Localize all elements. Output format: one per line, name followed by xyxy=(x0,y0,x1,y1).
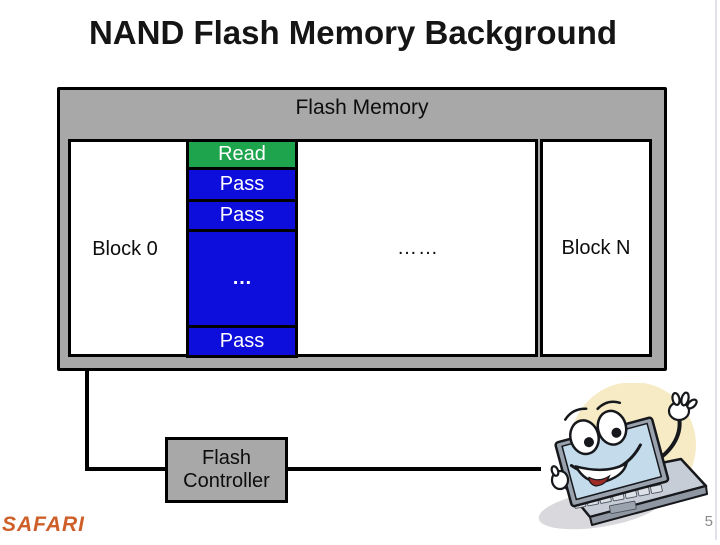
connector-right-line xyxy=(285,467,541,471)
flash-controller-box: Flash Controller xyxy=(165,437,288,503)
wordline-stack: Read Pass Pass … Pass xyxy=(186,139,298,358)
connector-left-line xyxy=(85,467,168,471)
slide-title: NAND Flash Memory Background xyxy=(88,14,618,51)
block-0-box: Block 0 …… xyxy=(68,139,538,357)
block-n-label: Block N xyxy=(561,236,631,259)
flash-memory-container: Flash Memory Block 0 …… Read Pass Pass …… xyxy=(57,87,667,371)
laptop-mascot-icon xyxy=(538,382,720,540)
wordline-pass-cell: Pass xyxy=(186,325,298,358)
block-n-box: Block N xyxy=(540,139,652,357)
wordline-pass-cell: Pass xyxy=(186,199,298,232)
between-blocks-ellipsis: …… xyxy=(397,237,439,259)
flash-controller-label-line1: Flash xyxy=(202,447,251,469)
block-0-label: Block 0 xyxy=(92,238,158,260)
page-number: 5 xyxy=(704,513,713,530)
flash-controller-label-line2: Controller xyxy=(183,470,270,492)
wordline-ellipsis-cell: … xyxy=(186,229,298,328)
connector-vertical-line xyxy=(85,368,89,471)
wordline-pass-cell: Pass xyxy=(186,167,298,202)
wordline-read-cell: Read xyxy=(186,139,298,170)
safari-logo: SAFARI xyxy=(2,513,86,536)
slide-edge-accent-line xyxy=(715,0,717,540)
flash-memory-label: Flash Memory xyxy=(295,96,429,119)
